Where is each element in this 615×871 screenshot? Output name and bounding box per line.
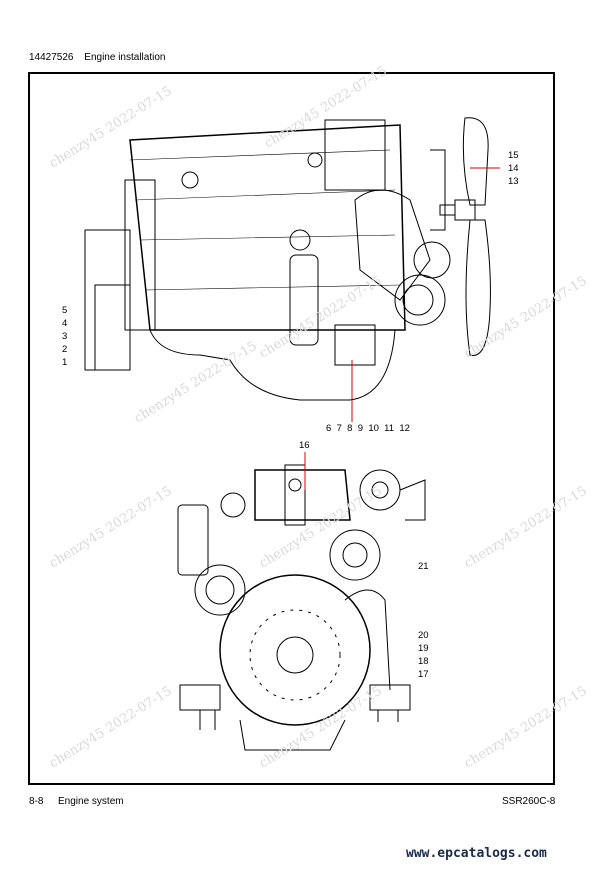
callout-20: 20 <box>418 630 429 641</box>
page-title: Engine installation <box>84 52 166 63</box>
callout-10: 10 <box>368 423 379 434</box>
callout-14: 14 <box>508 163 519 174</box>
callout-3: 3 <box>62 331 68 342</box>
callout-15: 15 <box>508 150 519 161</box>
callout-19: 19 <box>418 643 429 654</box>
figure-frame <box>28 72 555 785</box>
callout-13: 13 <box>508 176 519 187</box>
page-header: 14427526 Engine installation <box>29 52 165 63</box>
section-name: Engine system <box>58 796 124 807</box>
callout-7: 7 <box>336 423 342 434</box>
site-watermark: www.epcatalogs.com <box>406 846 547 861</box>
model-name: SSR260C-8 <box>502 796 556 807</box>
callout-1: 1 <box>62 357 68 368</box>
callouts-right: 15 14 13 <box>508 149 519 188</box>
callout-17: 17 <box>418 669 429 680</box>
callout-18: 18 <box>418 656 429 667</box>
doc-number: 14427526 <box>29 52 74 63</box>
callout-12: 12 <box>399 423 410 434</box>
callout-21: 21 <box>418 561 429 572</box>
engine-front-view <box>177 464 426 751</box>
callout-8: 8 <box>347 423 353 434</box>
engine-side-view <box>84 117 491 401</box>
callout-4: 4 <box>62 318 68 329</box>
page-number: 8-8 <box>29 796 44 807</box>
callout-16: 16 <box>299 440 310 451</box>
callout-9: 9 <box>357 423 364 434</box>
callout-5: 5 <box>62 305 68 316</box>
callouts-front-right: 20 19 18 17 <box>418 629 429 681</box>
leader-lines <box>304 167 500 490</box>
callout-6: 6 <box>326 423 332 434</box>
callouts-bottom-row: 6 7 8 9 10 11 12 <box>326 422 410 435</box>
callout-2: 2 <box>62 344 68 355</box>
callout-11: 11 <box>384 423 395 434</box>
callouts-left: 5 4 3 2 1 <box>62 304 67 369</box>
